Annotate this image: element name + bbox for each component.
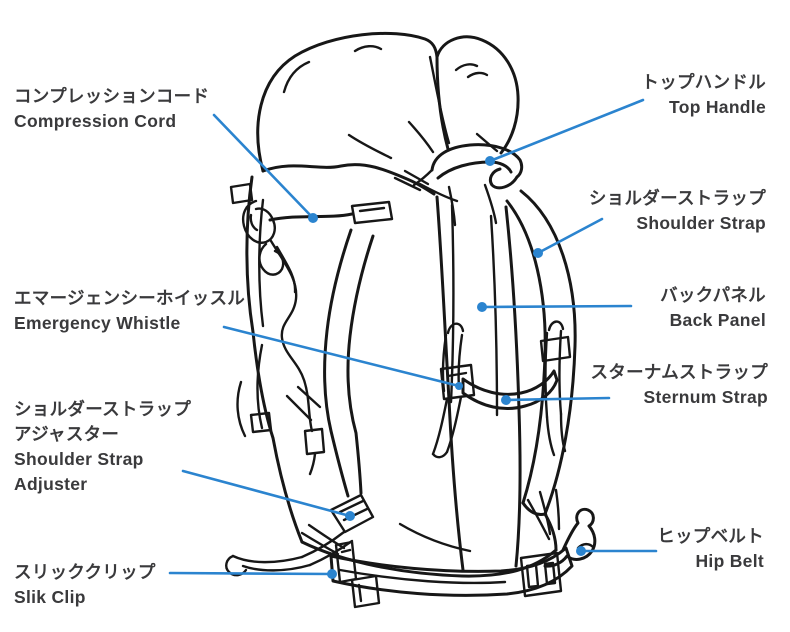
label-shoulder-strap-adjuster-en2: Adjuster xyxy=(14,474,88,494)
pack-lid xyxy=(256,31,520,196)
compression-cord-part xyxy=(229,182,394,476)
label-top-handle-jp: トップハンドル xyxy=(641,72,766,92)
leader-shoulder-strap-adjuster xyxy=(181,469,352,518)
leader-compression-cord xyxy=(212,113,315,220)
pack-body xyxy=(236,175,558,578)
backpack-illustration xyxy=(225,31,597,609)
label-top-handle: トップハンドル Top Handle xyxy=(641,70,766,120)
label-shoulder-strap-adjuster-en1: Shoulder Strap xyxy=(14,449,144,469)
whistle-buckle-part xyxy=(431,322,476,459)
left-shoulder-strap-part xyxy=(323,228,375,498)
dot-shoulder-strap-adjuster xyxy=(345,511,355,521)
leader-top-handle xyxy=(488,98,645,163)
label-slik-clip-jp: スリッククリップ xyxy=(14,562,156,582)
leader-sternum-strap xyxy=(504,396,611,402)
right-sternum-attachment xyxy=(539,320,572,457)
label-sternum-strap-en: Sternum Strap xyxy=(643,387,768,407)
dot-top-handle xyxy=(485,156,495,166)
label-top-handle-en: Top Handle xyxy=(669,97,766,117)
label-shoulder-strap-jp: ショルダーストラップ xyxy=(588,188,766,208)
label-emergency-whistle-en: Emergency Whistle xyxy=(14,313,181,333)
label-emergency-whistle: エマージェンシーホイッスル Emergency Whistle xyxy=(14,286,245,336)
slik-clip-part xyxy=(300,523,381,609)
label-sternum-strap: スターナムストラップ Sternum Strap xyxy=(591,360,768,410)
label-slik-clip: スリッククリップ Slik Clip xyxy=(14,560,156,610)
dot-shoulder-strap xyxy=(533,248,543,258)
label-shoulder-strap-adjuster: ショルダーストラップ アジャスター Shoulder Strap Adjuste… xyxy=(14,397,191,497)
dot-emergency-whistle xyxy=(455,382,463,390)
label-back-panel-en: Back Panel xyxy=(669,310,766,330)
leader-slik-clip xyxy=(168,571,334,576)
label-back-panel: バックパネル Back Panel xyxy=(660,283,766,333)
leader-back-panel xyxy=(480,304,633,309)
label-compression-cord-en: Compression Cord xyxy=(14,111,177,131)
label-hip-belt-jp: ヒップベルト xyxy=(657,526,764,546)
leader-lines xyxy=(168,98,658,579)
label-shoulder-strap-adjuster-jp2: アジャスター xyxy=(14,424,120,444)
label-back-panel-jp: バックパネル xyxy=(660,285,766,305)
label-emergency-whistle-jp: エマージェンシーホイッスル xyxy=(14,288,246,308)
dot-compression-cord xyxy=(308,213,318,223)
leader-shoulder-strap xyxy=(536,217,604,255)
leader-emergency-whistle xyxy=(222,325,461,388)
label-shoulder-strap-en: Shoulder Strap xyxy=(636,213,766,233)
dot-slik-clip xyxy=(327,569,337,579)
label-hip-belt-en: Hip Belt xyxy=(695,551,764,571)
label-compression-cord: コンプレッションコード Compression Cord xyxy=(14,84,209,134)
dot-hip-belt xyxy=(576,546,586,556)
hip-belt-part xyxy=(329,488,597,598)
dot-sternum-strap xyxy=(501,395,511,405)
label-slik-clip-en: Slik Clip xyxy=(14,587,86,607)
label-sternum-strap-jp: スターナムストラップ xyxy=(590,362,768,382)
label-hip-belt: ヒップベルト Hip Belt xyxy=(657,524,764,574)
label-shoulder-strap-adjuster-jp1: ショルダーストラップ xyxy=(14,399,192,419)
label-compression-cord-jp: コンプレッションコード xyxy=(14,86,210,106)
dot-back-panel xyxy=(477,302,487,312)
label-shoulder-strap: ショルダーストラップ Shoulder Strap xyxy=(589,186,766,236)
